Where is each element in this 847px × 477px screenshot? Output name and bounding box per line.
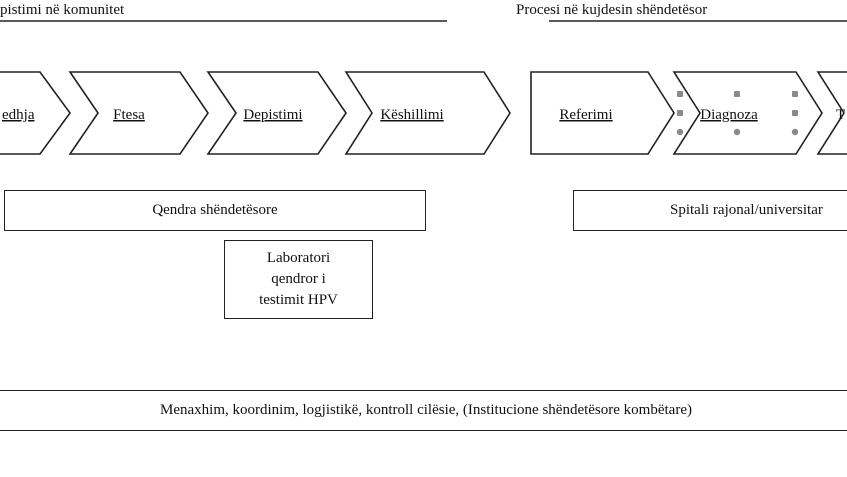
step-chevron-depistimi[interactable]: Depistimi [206,71,347,155]
step-chevron-keshillimi[interactable]: Këshillimi [344,71,511,155]
selection-handle[interactable] [792,110,798,116]
laboratori-box[interactable]: Laboratori qendror i testimit HPV [224,240,373,319]
step-chevron-truncated[interactable]: T [816,71,847,155]
spitali-box[interactable]: Spitali rajonal/universitar [573,190,847,231]
laboratori-line-2: qendror i [271,271,326,287]
step-label-diagnoza: Diagnoza [700,107,758,123]
spitali-label: Spitali rajonal/universitar [670,202,823,218]
step-chevron-referimi[interactable]: Referimi [530,71,675,155]
step-label-edhja: edhja [2,107,35,123]
selection-handle[interactable] [677,110,683,116]
selection-handle[interactable] [792,91,798,97]
laboratori-line-1: Laboratori [266,250,331,266]
management-footer-label: Menaxhim, koordinim, logjistikë, kontrol… [160,402,692,418]
selection-handles[interactable] [676,91,799,136]
step-label-ftesa: Ftesa [113,107,145,123]
selection-handle[interactable] [733,128,741,136]
step-chevron-diagnoza[interactable]: Diagnoza [672,71,823,155]
step-chevron-edhja[interactable]: edhja [0,71,71,155]
laboratori-line-3: testimit HPV [259,292,338,308]
qendra-shendetesore-box[interactable]: Qendra shëndetësore [4,190,426,231]
step-label-depistimi: Depistimi [243,107,302,123]
selection-handle[interactable] [734,91,740,97]
step-chevron-ftesa[interactable]: Ftesa [68,71,209,155]
qendra-shendetesore-label: Qendra shëndetësore [152,202,278,218]
selection-handle[interactable] [677,91,683,97]
step-label-referimi: Referimi [559,107,612,123]
management-footer-box[interactable]: Menaxhim, koordinim, logjistikë, kontrol… [0,390,847,431]
right-section-header: Procesi në kujdesin shëndetësor [516,2,708,18]
left-section-header: pistimi në komunitet [0,2,125,18]
selection-handle[interactable] [791,128,799,136]
step-label-keshillimi: Këshillimi [380,107,443,123]
selection-handle[interactable] [676,128,684,136]
step-label-truncated: T [836,107,845,123]
